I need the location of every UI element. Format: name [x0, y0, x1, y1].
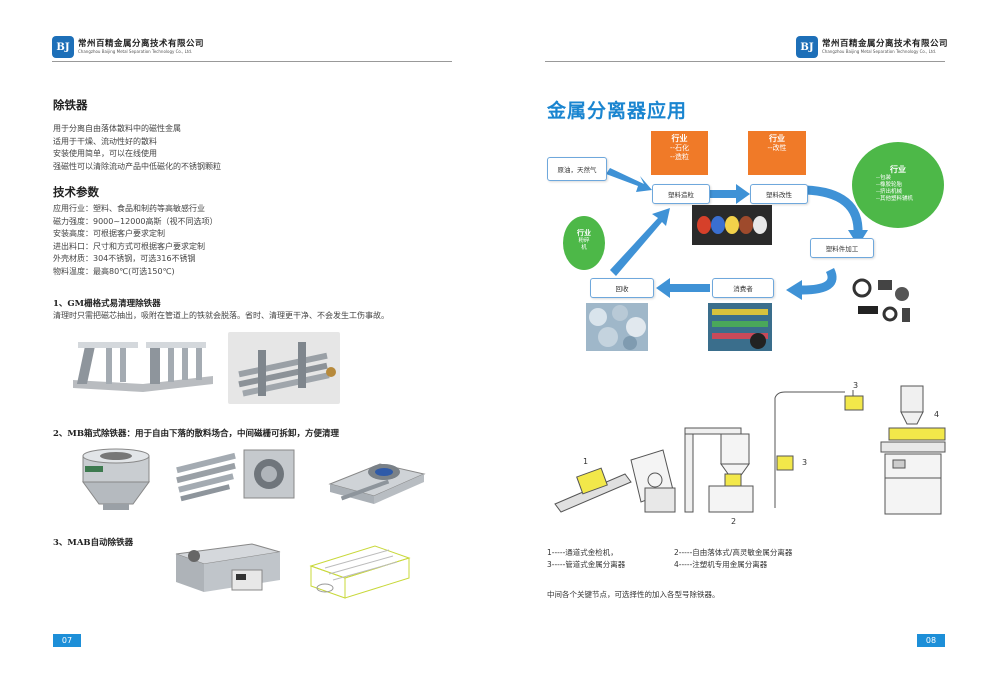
machine-label-4: 4 [934, 410, 940, 419]
flow-node-process: 塑料件加工 [810, 238, 874, 258]
industry-line: --包装 [876, 175, 891, 181]
machine-label-1: 1 [583, 457, 589, 466]
industry-line: --挤出机械 [876, 189, 902, 195]
legend-item: 1-----通道式金检机， [547, 548, 618, 557]
product-1-title: 1、GM栅格式易清理除铁器 [53, 299, 161, 309]
pellets-photo [692, 205, 772, 245]
industry-line: --造粒 [669, 153, 690, 161]
box-remover-open-image [328, 463, 426, 504]
page-number-left: 07 [53, 634, 81, 647]
tech-param-line: 外壳材质：304不锈钢，可选316不锈钢 [53, 254, 196, 263]
industry-line: 粉碎 [578, 238, 590, 244]
company-name-cn: 常州百精金属分离技术有限公司 [822, 39, 949, 50]
industry-cloud-4: 行业 粉碎 机 [563, 216, 605, 270]
tech-param-line: 应用行业：塑料、食品和制药等高敏感行业 [53, 204, 205, 213]
plastic-parts-photo [852, 278, 910, 322]
machine-line-diagram [554, 385, 946, 515]
tech-param-line: 安装高度：可根据客户要求定制 [53, 229, 165, 238]
company-name-cn: 常州百精金属分离技术有限公司 [78, 39, 205, 50]
logo-icon: BJ [796, 36, 818, 58]
recycle-photo [586, 303, 648, 351]
company-name-en: Changzhou Baijing Metal Separation Techn… [78, 48, 193, 54]
application-title: 金属分离器应用 [547, 100, 688, 122]
machine-label-2: 2 [731, 517, 737, 526]
grid-magnet-photo [228, 332, 340, 404]
legend-item: 4-----注塑机专用金属分离器 [674, 560, 768, 569]
company-logo-right: BJ 常州百精金属分离技术有限公司 Changzhou Baijing Meta… [796, 36, 948, 58]
auto-remover-diagram [309, 545, 411, 599]
consumer-photo [708, 303, 772, 351]
machine-legend: 1-----通道式金检机， 2-----自由落体式/高灵敏金属分离器 3----… [547, 547, 792, 571]
intro-line: 安装使用简单，可以在线使用 [53, 149, 157, 158]
flow-node-raw: 原油，天然气 [547, 157, 607, 181]
industry-line: --改性 [767, 144, 787, 152]
industry-title: 行业 [769, 134, 785, 143]
flow-arrows [606, 168, 868, 300]
legend-item: 3-----管道式金属分离器 [547, 560, 626, 569]
industry-title: 行业 [577, 229, 591, 237]
company-logo-left: BJ 常州百精金属分离技术有限公司 Changzhou Baijing Meta… [52, 36, 204, 58]
industry-line: --其他塑料辅机 [876, 196, 913, 202]
product-2-title: 2、MB箱式除铁器：用于自由下落的散料场合，中间磁栅可拆卸，方便清理 [53, 429, 340, 439]
industry-box-1: 行业 --石化 --造粒 [651, 131, 708, 175]
industry-title: 行业 [890, 165, 906, 174]
industry-box-2: 行业 --改性 [748, 131, 806, 175]
intro-line: 强磁性可以清除流动产品中低磁化的不锈钢颗粒 [53, 161, 221, 171]
machine-label-3a: 3 [802, 458, 808, 467]
product-1-desc: 清理时只需把磁芯抽出，吸附在管道上的铁就会脱落。省时、清理更干净、不会发生工伤事… [53, 311, 389, 320]
product-3-title: 3、MAB自动除铁器 [53, 538, 134, 548]
header-rule-left [52, 61, 452, 62]
tech-params-list: 应用行业：塑料、食品和制药等高敏感行业 磁力强度：9000~12000高斯（视不… [53, 203, 218, 278]
industry-line: 机 [581, 245, 587, 251]
header-rule-right [545, 61, 945, 62]
legend-item: 2-----自由落体式/高灵敏金属分离器 [674, 548, 793, 557]
tech-param-line: 物料温度：最高80℃(可选150℃) [53, 266, 175, 276]
auto-remover-image [175, 543, 281, 592]
industry-cloud-3: 行业 --包装 --橡胶轮胎 --挤出机械 --其他塑料辅机 [852, 142, 944, 228]
machine-label-3b: 3 [853, 381, 859, 390]
tech-param-line: 磁力强度：9000~12000高斯（视不同选项） [53, 216, 218, 226]
industry-line: --石化 [669, 144, 690, 152]
flow-node-pellet: 塑料造粒 [652, 184, 710, 204]
grid-magnet-image [73, 342, 213, 392]
section-title-iron-remover: 除铁器 [53, 98, 88, 112]
intro-line: 适用于干燥、流动性好的散料 [53, 136, 157, 146]
intro-line: 用于分离自由落体散料中的磁性金属 [53, 124, 181, 133]
flow-node-modify: 塑料改性 [750, 184, 808, 204]
flow-node-consumer: 消费者 [712, 278, 774, 298]
box-remover-image [82, 448, 150, 510]
company-name-en: Changzhou Baijing Metal Separation Techn… [822, 48, 937, 54]
logo-icon: BJ [52, 36, 74, 58]
industry-title: 行业 [671, 134, 688, 143]
industry-line: --橡胶轮胎 [876, 182, 902, 188]
tech-param-line: 进出料口：尺寸和方式可根据客户要求定制 [53, 241, 205, 251]
box-remover-parts-image [176, 449, 295, 502]
application-note: 中间各个关键节点，可选择性的加入各型号除铁器。 [547, 590, 720, 599]
intro-list: 用于分离自由落体散料中的磁性金属 适用于干燥、流动性好的散料 安装使用简单，可以… [53, 123, 221, 173]
tech-params-title: 技术参数 [53, 185, 99, 199]
page-number-right: 08 [917, 634, 945, 647]
flow-node-recycle: 回收 [590, 278, 654, 298]
